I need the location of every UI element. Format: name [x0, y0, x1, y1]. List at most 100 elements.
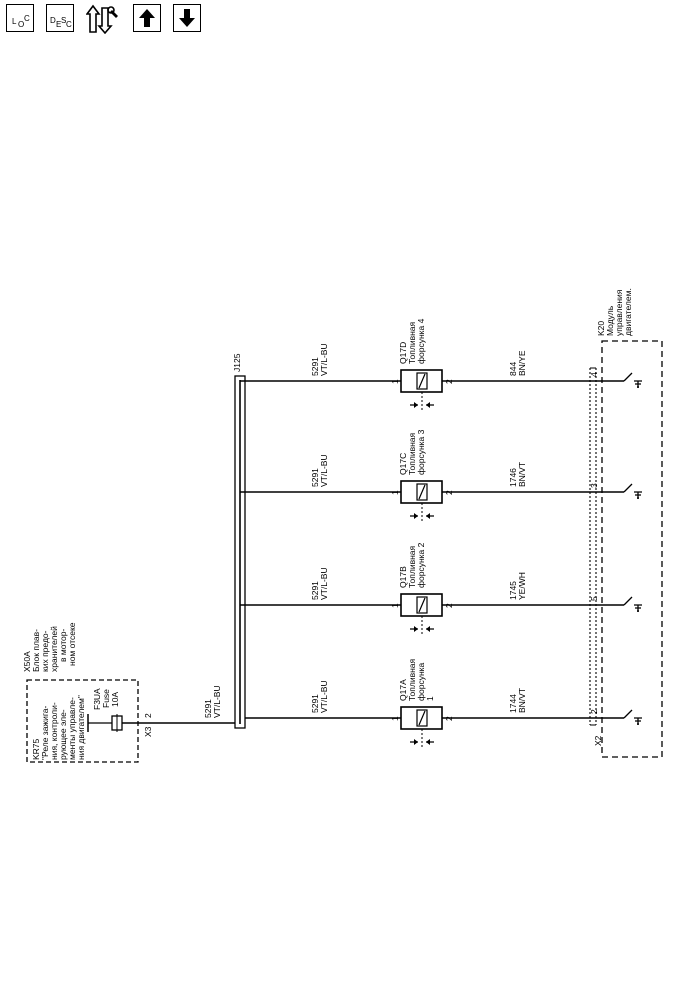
kr75-line: KR75	[31, 738, 41, 760]
injector-q17c-pin-in: 1	[390, 490, 400, 495]
injector-q17b-wire-in-color: VT/L-BU	[319, 567, 329, 600]
injector-q17c-spray-arrows	[414, 513, 430, 519]
injector-q17a-pin-in: 1	[390, 716, 400, 721]
j125-label: J125	[232, 353, 242, 372]
injector-q17a-name: форсунка	[416, 662, 426, 701]
injector-q17c-ref: Q17C	[398, 453, 408, 475]
x2-text: X2	[593, 735, 603, 746]
injector-q17b-pin-in: 1	[390, 603, 400, 608]
location-button[interactable]: L O C	[6, 4, 34, 32]
injector-q17b-pin-out: 2	[444, 603, 454, 608]
fuse-label: F3UA Fuse 10A	[92, 688, 120, 710]
description-button[interactable]: D E S C	[46, 4, 74, 32]
injector-q17c-k20-pin: 3	[589, 483, 599, 488]
injector-q17b-spray-arrows	[414, 626, 430, 632]
k20-line: K20	[596, 321, 606, 336]
kr75-line: рующее эле-	[58, 709, 68, 760]
feed-wire-color: VT/L-BU	[212, 685, 222, 718]
desc-letter-c: C	[66, 20, 72, 29]
kr75-label: KR75 "Реле зажига- ния, контроли- рующее…	[31, 695, 86, 760]
x50a-line: ких предо-	[40, 630, 50, 672]
injector-q17a-wire-in-color: VT/L-BU	[319, 680, 329, 713]
injector-q17c: 1 2 Q17C Топливная форсунка 3 5291 VT/L-…	[240, 429, 642, 521]
arrow-up-icon	[139, 9, 155, 27]
injector-q17d-driver-ground-icon	[623, 372, 642, 388]
injector-q17c-wire-out-circuit: 1746	[508, 468, 518, 487]
x3-pin-label: 2	[143, 713, 153, 718]
injector-q17a-wire-out-circuit: 1744	[508, 694, 518, 713]
injector-q17a-wire-in-circuit: 5291	[310, 694, 320, 713]
x50a-line: в мотор-	[58, 628, 68, 662]
injector-q17d-name: форсунка 4	[416, 318, 426, 364]
injector-q17c-coil	[416, 483, 428, 501]
injector-q17a-name: 1	[425, 696, 435, 701]
kr75-line: "Реле зажига-	[40, 705, 50, 760]
injector-q17b-name: Топливная	[407, 545, 417, 588]
injector-q17a-name: Топливная	[407, 658, 417, 701]
next-button[interactable]	[173, 4, 201, 32]
injector-q17d: 1 2 Q17D Топливная форсунка 4 5291 VT/L-…	[240, 318, 642, 410]
injector-q17b-k20-pin: 5	[589, 596, 599, 601]
injector-q17b-wire-in-circuit: 5291	[310, 581, 320, 600]
k20-line: управления	[614, 289, 624, 336]
injector-q17a-driver-ground-icon	[623, 709, 642, 725]
x50a-line: Блок плав-	[31, 629, 41, 672]
injector-q17c-wire-in-color: VT/L-BU	[319, 454, 329, 487]
kr75-line: ния двигателем"	[76, 695, 86, 760]
injector-q17d-name: Топливная	[407, 321, 417, 364]
tools-icon	[86, 4, 118, 34]
kr75-line: менты управле-	[67, 697, 77, 760]
injector-q17d-wire-in-color: VT/L-BU	[319, 343, 329, 376]
injector-q17d-wire-in-circuit: 5291	[310, 357, 320, 376]
injector-q17b-wire-out-circuit: 1745	[508, 581, 518, 600]
loc-letter-o: O	[18, 20, 25, 29]
injector-q17a: 1 2 Q17A Топливная форсунка 1 5291 VT/L-…	[245, 658, 642, 747]
injector-q17c-wire-out-color: BN/VT	[517, 462, 527, 487]
x50a-fuse-block-outline	[26, 679, 139, 763]
desc-letter-s: S	[61, 16, 67, 25]
desc-letter-d: D	[50, 16, 56, 25]
fuse-line: 10A	[110, 692, 120, 707]
injector-q17b-driver-ground-icon	[623, 596, 642, 612]
k20-module-outline	[601, 340, 663, 758]
x3-label: X3	[143, 726, 153, 737]
j125-text: J125	[232, 353, 242, 372]
loc-letter-c: C	[24, 14, 30, 23]
injector-q17d-pin-out: 2	[444, 379, 454, 384]
k20-label: K20 Модуль управления двигателем.	[596, 288, 633, 336]
fuse-line: Fuse	[101, 689, 111, 708]
injector-q17c-name: форсунка 3	[416, 429, 426, 475]
injector-q17d-coil	[416, 372, 428, 390]
fuse-line: F3UA	[92, 688, 102, 710]
arrow-down-icon	[179, 9, 195, 27]
x3-pin-text: 2	[143, 713, 153, 718]
injector-q17c-coil-slash	[418, 484, 426, 500]
injector-q17b-name: форсунка 2	[416, 542, 426, 588]
loc-letter-l: L	[12, 17, 17, 26]
injector-q17a-wire-out-color: BN/VT	[517, 688, 527, 713]
injector-q17a-coil	[416, 709, 428, 727]
injector-q17b-coil-slash	[418, 597, 426, 613]
x50a-line: ном отсеке	[67, 622, 77, 666]
x50a-line: хранителей	[49, 626, 59, 672]
injector-q17d-wire-out-circuit: 844	[508, 362, 518, 376]
feed-wire-label: 5291 VT/L-BU	[203, 685, 222, 718]
injector-q17a-spray-arrows	[414, 739, 430, 745]
x50a-line: X50A	[22, 651, 32, 672]
injector-q17a-ref: Q17A	[398, 679, 408, 701]
injector-q17a-coil-slash	[418, 710, 426, 726]
x50a-label: X50A Блок плав- ких предо- хранителей в …	[22, 622, 77, 672]
injector-q17b-coil	[416, 596, 428, 614]
injector-q17d-spray-arrows	[414, 402, 430, 408]
injector-q17d-wire-out-color: BN/YE	[517, 350, 527, 376]
injector-q17b: 1 2 Q17B Топливная форсунка 2 5291 VT/L-…	[240, 542, 642, 634]
previous-button[interactable]	[133, 4, 161, 32]
injector-q17a-k20-pin: 2	[589, 709, 599, 714]
feed-wire-circuit: 5291	[203, 699, 213, 718]
injector-q17d-coil-slash	[418, 373, 426, 389]
injector-q17c-pin-out: 2	[444, 490, 454, 495]
x2-label: X2	[593, 735, 603, 746]
kr75-line: ния, контроли-	[49, 702, 59, 760]
tools-button[interactable]	[86, 4, 120, 34]
